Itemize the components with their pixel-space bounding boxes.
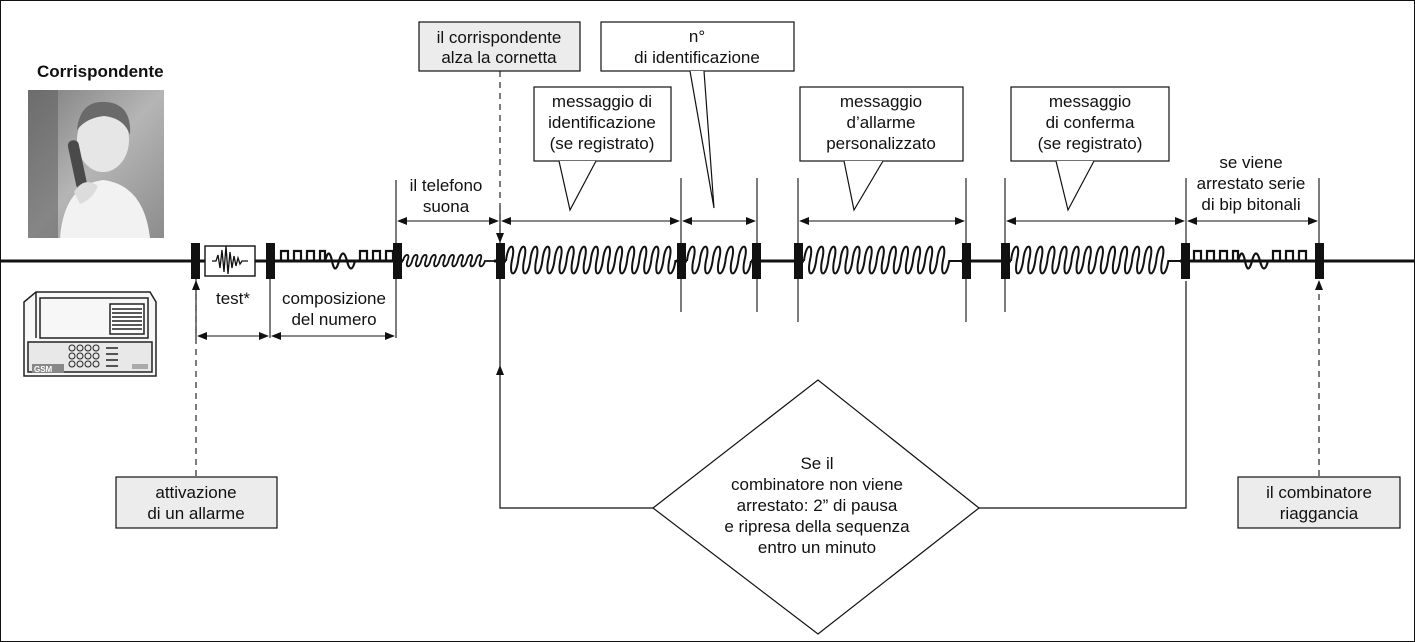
marker-alarm-msg-start: [794, 243, 803, 279]
confirm-message-callout-box: [1010, 86, 1170, 162]
bitonal-beeps-wave: [1188, 249, 1316, 270]
dialing-tone-wave: [275, 249, 398, 270]
id-message-callout-line3: (se registrato): [550, 134, 655, 153]
marker-dial-start: [266, 243, 275, 279]
marker-id-number-start: [677, 243, 686, 279]
confirm-message-callout-pointer: [1055, 160, 1095, 212]
loop-text-line1: Se il: [800, 454, 833, 473]
marker-answer: [496, 243, 505, 279]
stopped-beeps-line3: di bip bitonali: [1201, 195, 1300, 214]
duration-arrows: [197, 217, 1318, 340]
marker-confirm-start: [1001, 243, 1010, 279]
marker-confirm-end: [1181, 243, 1190, 279]
hangs-up-line1: il combinatore: [1266, 483, 1372, 502]
id-message-callout-pointer: [558, 160, 597, 212]
correspondent-photo: [28, 90, 164, 238]
loop-restart-path: [496, 365, 653, 509]
dialing-line2: del numero: [291, 310, 376, 329]
loop-decision-diamond: [652, 379, 980, 635]
id-number-callout-line1: n°: [689, 27, 705, 46]
loop-text-line2: combinatore non viene: [731, 475, 903, 494]
id-number-callout-line2: di identificazione: [634, 48, 760, 67]
alarm-message-callout-line2: d’allarme: [847, 113, 916, 132]
alarm-message-callout-line1: messaggio: [840, 92, 922, 111]
loop-return-path: [942, 281, 1187, 512]
device-brand-label: GSM: [34, 365, 53, 374]
id-number-callout-box: [600, 21, 795, 72]
alarm-message-wave: [803, 244, 961, 278]
alarm-activation-line2: di un allarme: [147, 504, 244, 523]
id-number-callout-pointer: [689, 70, 715, 209]
confirm-message-callout-line3: (se registrato): [1038, 134, 1143, 153]
stopped-beeps-line2: arrestato serie: [1197, 174, 1306, 193]
marker-alarm-msg-end: [962, 243, 971, 279]
id-message-callout-line2: identificazione: [548, 113, 656, 132]
answers-callout-line1: il corrispondente: [437, 28, 562, 47]
marker-id-number-end: [752, 243, 761, 279]
confirm-message-wave: [1010, 244, 1180, 278]
hangs-up-line2: riaggancia: [1280, 504, 1359, 523]
gsm-dialer-device: [23, 291, 157, 377]
hangs-up-box: [1237, 476, 1401, 529]
answers-callout-line2: alza la cornetta: [441, 48, 557, 67]
timeline-markers: [191, 243, 1324, 279]
marker-ring-start: [393, 243, 402, 279]
id-message-wave: [505, 244, 677, 278]
dialing-line1: composizione: [282, 289, 386, 308]
alarm-activation-box: [115, 476, 278, 529]
id-number-wave: [686, 244, 752, 278]
confirm-message-callout-line2: di conferma: [1046, 113, 1135, 132]
test-signal-icon: [212, 245, 248, 275]
id-message-callout-box: [533, 86, 672, 162]
marker-hangup: [1315, 243, 1324, 279]
alarm-message-callout-box: [799, 86, 964, 162]
alarm-message-callout-pointer: [843, 160, 884, 212]
marker-alarm-start: [191, 243, 200, 279]
answers-callout-box: [418, 21, 581, 72]
loop-text-line5: entro un minuto: [758, 538, 876, 557]
correspondent-label: Corrispondente: [37, 62, 164, 81]
loop-text-line4: e ripresa della sequenza: [724, 517, 910, 536]
confirm-message-callout-line1: messaggio: [1049, 92, 1131, 111]
phone-rings-line2: suona: [423, 197, 470, 216]
alarm-message-callout-line3: personalizzato: [826, 134, 936, 153]
stopped-beeps-line1: se viene: [1219, 153, 1282, 172]
ringing-signal-wave: [402, 252, 494, 270]
phone-rings-line1: il telefono: [410, 176, 483, 195]
id-message-callout-line1: messaggio di: [552, 92, 652, 111]
loop-text-line3: arrestato: 2” di pausa: [737, 496, 898, 515]
test-label: test*: [216, 289, 250, 308]
alarm-activation-line1: attivazione: [155, 483, 236, 502]
